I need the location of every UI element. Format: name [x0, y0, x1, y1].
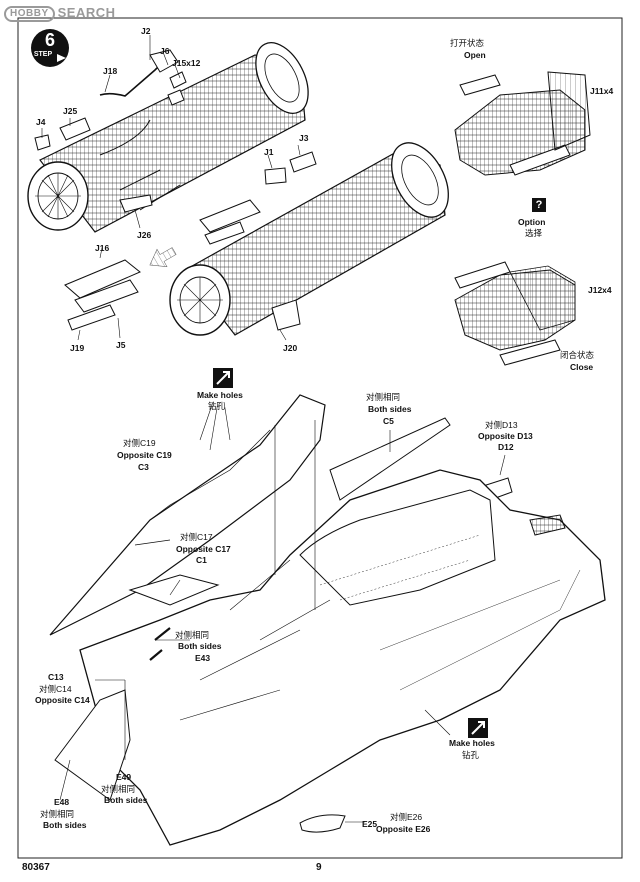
step-badge: 6 STEP	[30, 28, 70, 68]
part-j26	[119, 194, 153, 213]
callout-j20: J20	[283, 343, 298, 353]
callout-e25: E25	[362, 819, 378, 829]
close-label-cn: 闭合状态	[560, 350, 595, 360]
callout-e26-cn: 对侧E26	[390, 812, 423, 822]
drill-holes-icon	[468, 718, 488, 738]
callout-d13-en: Opposite D13	[478, 431, 533, 441]
make-holes-bot-en: Make holes	[449, 738, 495, 748]
callout-j3: J3	[299, 133, 309, 143]
callout-c14-cn: 对侧C14	[39, 684, 72, 694]
option-label-cn: 选择	[525, 228, 543, 238]
open-label-en: Open	[464, 50, 486, 60]
part-j4	[34, 134, 51, 151]
callout-c17-cn: 对侧C17	[180, 532, 213, 542]
callout-d13-cn: 对侧D13	[485, 420, 518, 430]
callout-e26-en: Opposite E26	[376, 824, 431, 834]
callout-j18: J18	[103, 66, 118, 76]
fuselage-assembly	[49, 394, 606, 846]
callout-e48: E48	[54, 797, 70, 807]
engine-right	[169, 142, 449, 336]
part-j20	[271, 299, 301, 331]
make-holes-bot-cn: 钻孔	[462, 750, 480, 760]
part-j3	[289, 151, 317, 173]
watermark-logo: HOBBY	[4, 6, 55, 22]
callout-e43-en: Both sides	[178, 641, 222, 651]
part-j1	[264, 167, 287, 185]
callout-j26: J26	[137, 230, 152, 240]
part-j6	[149, 49, 179, 73]
step-number: 6	[44, 30, 55, 50]
direction-arrow	[149, 247, 177, 267]
engine-left	[27, 42, 309, 233]
callout-d12: D12	[498, 442, 514, 452]
callout-e43-cn: 对侧相同	[175, 630, 210, 640]
callout-c17-en: Opposite C17	[176, 544, 231, 554]
drill-holes-icon	[213, 368, 233, 388]
callout-j2: J2	[141, 26, 151, 36]
pipe-j18	[99, 59, 166, 97]
callout-e49: E49	[116, 772, 132, 782]
callout-j19: J19	[70, 343, 85, 353]
product-code: 80367	[22, 862, 50, 873]
nozzle-open	[454, 71, 591, 176]
option-label-en: Option	[518, 217, 546, 227]
callout-e49-cn: 对侧相同	[101, 784, 136, 794]
page-frame	[17, 17, 623, 859]
callout-c1: C1	[196, 555, 207, 565]
step-badge-circle-icon	[31, 29, 69, 67]
callout-j1: J1	[264, 147, 274, 157]
step-label: STEP	[33, 51, 53, 58]
callout-e48-cn: 对侧相同	[40, 809, 75, 819]
callout-c19-en: Opposite C19	[117, 450, 172, 460]
callout-j12: J12x4	[588, 285, 612, 295]
part-j15	[167, 71, 187, 106]
watermark-text: SEARCH	[57, 5, 116, 20]
lower-leaders	[59, 401, 506, 823]
callout-j25: J25	[63, 106, 78, 116]
make-holes-top-en: Make holes	[197, 390, 243, 400]
callout-c5-en: Both sides	[368, 404, 412, 414]
callout-c19-cn: 对侧C19	[123, 438, 156, 448]
callout-e43: E43	[195, 653, 211, 663]
option-question-icon: ?	[532, 198, 546, 212]
part-j25	[59, 117, 91, 141]
callout-e49-en: Both sides	[104, 795, 148, 805]
callout-c13: C13	[48, 672, 64, 682]
callout-j6: J6	[160, 46, 170, 56]
assembly-j-middle	[199, 199, 261, 245]
callout-j15: J15x12	[172, 58, 201, 68]
page-number: 9	[316, 862, 322, 873]
assembly-j16	[64, 247, 141, 341]
open-label-cn: 打开状态	[450, 38, 485, 48]
callout-j4: J4	[36, 117, 46, 127]
callout-e48-en: Both sides	[43, 820, 87, 830]
callout-j16: J16	[95, 243, 110, 253]
make-holes-top-cn: 钻孔	[208, 401, 226, 411]
close-label-en: Close	[570, 362, 594, 372]
callout-j11: J11x4	[590, 86, 614, 96]
callout-c5: C5	[383, 416, 394, 426]
callout-c14-en: Opposite C14	[35, 695, 90, 705]
callout-c5-cn: 对侧相同	[366, 392, 401, 402]
callout-c3: C3	[138, 462, 149, 472]
callout-j5: J5	[116, 340, 126, 350]
nozzle-close	[454, 261, 576, 366]
